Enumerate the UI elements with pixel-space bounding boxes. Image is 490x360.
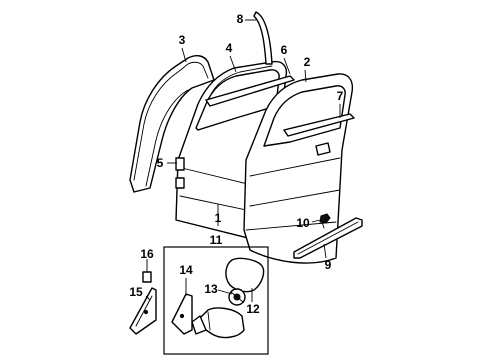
callout-16: 16 [140, 247, 154, 261]
callout-8: 8 [237, 12, 244, 26]
callout-12: 12 [246, 302, 260, 316]
callout-13: 13 [204, 282, 218, 296]
callout-9: 9 [325, 258, 332, 272]
callout-3: 3 [179, 33, 186, 47]
mirror-housing [191, 307, 245, 339]
mirror-base-gasket [171, 293, 193, 335]
callout-14: 14 [179, 263, 193, 277]
callout-labels: 3 4 6 2 7 8 5 1 10 9 11 12 13 14 15 16 [129, 12, 343, 316]
cover-cap [142, 271, 152, 283]
callout-11: 11 [210, 233, 223, 247]
weatherstrip-seal [129, 54, 215, 193]
callout-5: 5 [157, 156, 164, 170]
molding-clip [319, 213, 331, 229]
belt-molding-upper [205, 75, 295, 107]
callout-10: 10 [296, 216, 310, 230]
door-hinge-bracket [175, 157, 185, 189]
callout-6: 6 [281, 43, 288, 57]
callout-2: 2 [304, 55, 311, 69]
mirror-glass [225, 257, 265, 293]
mirror-motor [228, 288, 246, 306]
callout-7: 7 [337, 89, 344, 103]
callout-4: 4 [226, 41, 233, 55]
side-body-molding [293, 217, 363, 259]
window-frame-channel [209, 65, 273, 97]
mirror-assembly-box [163, 246, 269, 355]
leader-lines [145, 19, 341, 302]
sash-cover-strip [253, 11, 273, 65]
belt-molding-lower [283, 113, 355, 137]
callout-1: 1 [215, 211, 222, 225]
callout-15: 15 [129, 285, 143, 299]
